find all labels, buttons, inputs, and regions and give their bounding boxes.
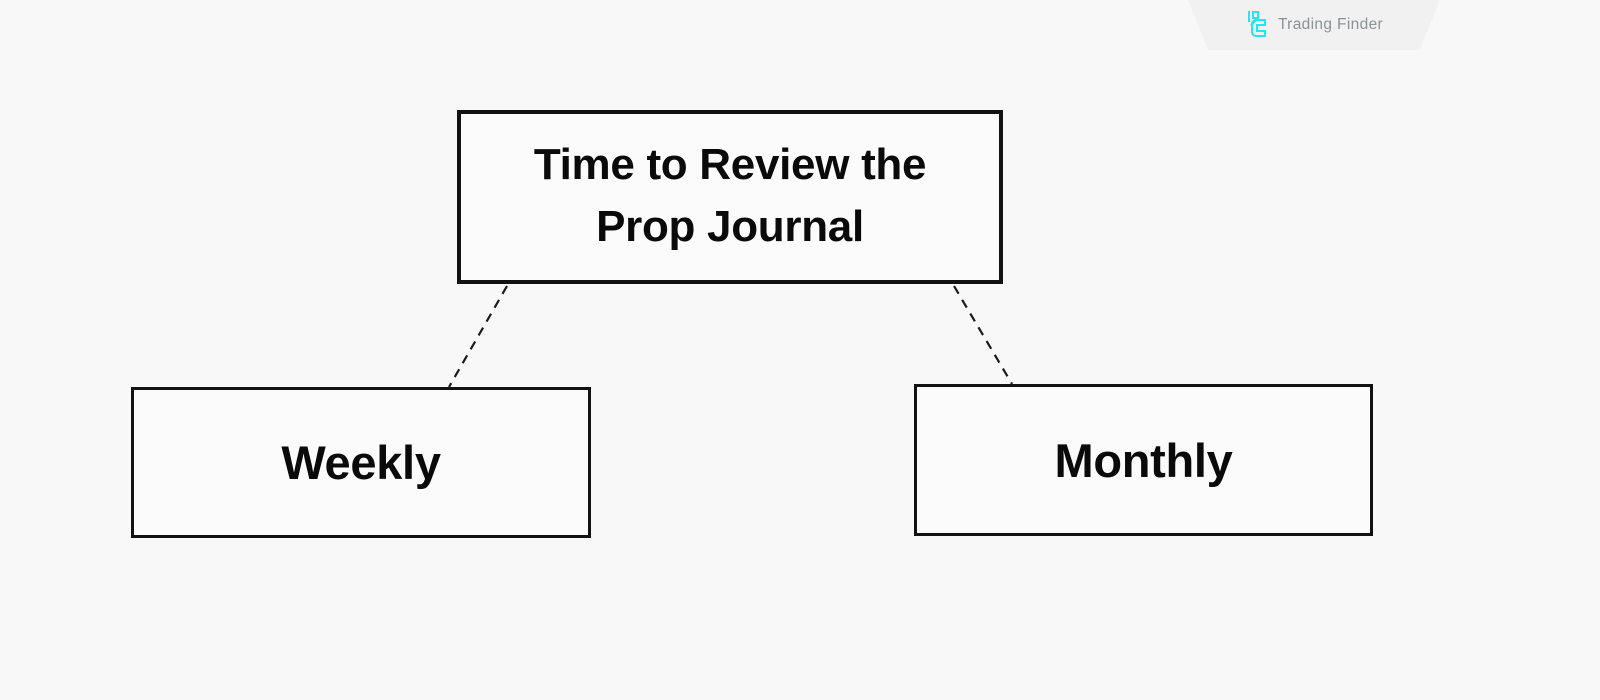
node-monthly-label: Monthly — [1054, 433, 1233, 487]
node-weekly: Weekly — [131, 387, 591, 538]
node-root-label: Time to Review the Prop Journal — [533, 139, 927, 251]
node-monthly: Monthly — [914, 384, 1373, 536]
watermark-banner: Trading Finder — [1188, 0, 1440, 50]
connector-root-to-monthly — [953, 285, 1013, 385]
watermark-brand-text: Trading Finder — [1277, 16, 1384, 33]
connector-root-to-weekly — [448, 285, 508, 388]
node-weekly-label: Weekly — [281, 436, 441, 489]
node-root: Time to Review the Prop Journal — [457, 110, 1003, 284]
trading-finder-logo-icon — [1247, 11, 1266, 37]
